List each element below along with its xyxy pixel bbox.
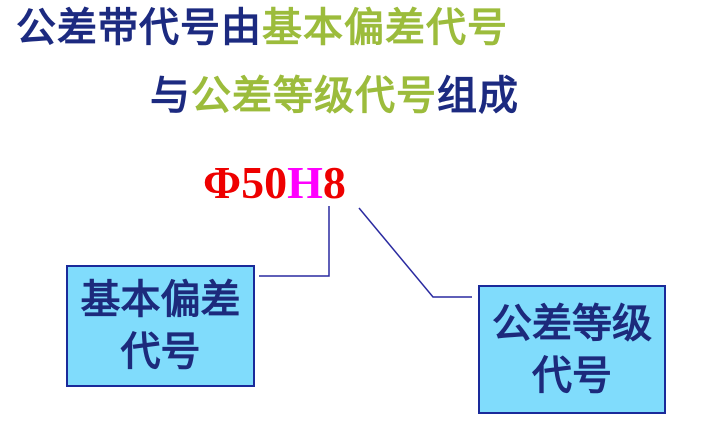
box-right-line2: 代号 [532,352,612,399]
code-diameter-prefix: Φ50 [203,157,288,208]
tolerance-code: Φ50H8 [203,158,346,208]
connector-grade-line [358,207,472,298]
title-segment-tolerance-grade-code: 公差等级代号 [191,73,437,119]
connector-deviation-line [259,206,330,277]
box-right-line1: 公差等级 [492,300,652,347]
tolerance-grade-box: 公差等级 代号 [478,285,666,414]
title-segment-composed: 组成 [437,73,519,119]
box-left-line1: 基本偏差 [80,277,241,323]
code-deviation-letter: H [287,157,323,208]
title-segment-tolerance-zone-code: 公差带代号由 [16,5,262,51]
title-line-1: 公差带代号由基本偏差代号 [16,6,508,50]
box-left-line2: 代号 [120,329,201,375]
title-segment-fundamental-deviation-code: 基本偏差代号 [262,5,508,51]
fundamental-deviation-box: 基本偏差 代号 [66,265,255,387]
title-segment-and: 与 [150,73,191,119]
code-grade-number: 8 [322,157,346,208]
title-line-2: 与公差等级代号组成 [150,74,519,118]
